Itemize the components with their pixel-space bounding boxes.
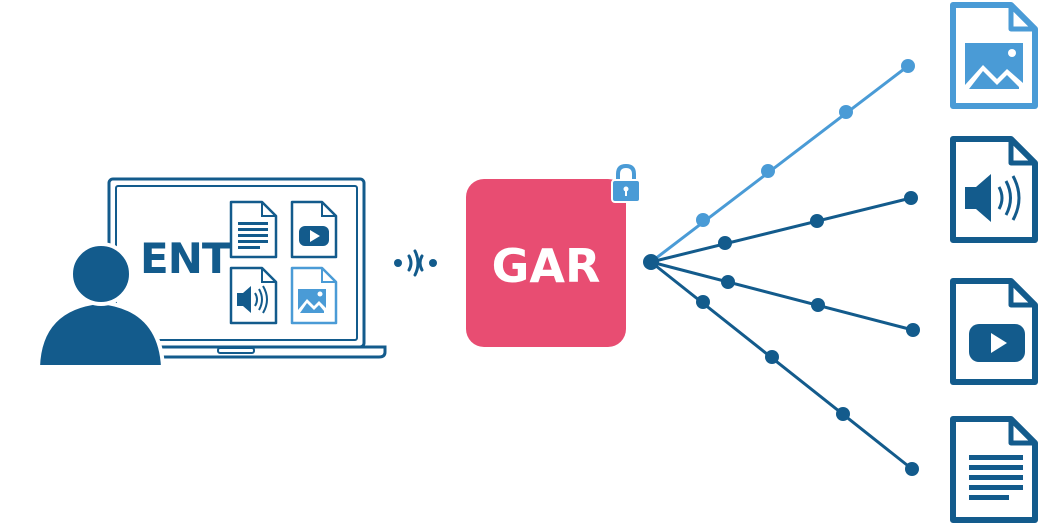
connector-video (650, 260, 920, 337)
output-image-file-icon (950, 2, 1038, 109)
connector-image (650, 59, 915, 264)
connector-audio (650, 191, 918, 264)
output-text-file-icon (950, 416, 1038, 523)
image-file-icon (290, 266, 338, 325)
gar-block (466, 179, 626, 347)
user-icon (35, 242, 166, 369)
ent-label: ENT (140, 234, 231, 283)
output-audio-file-icon (950, 136, 1038, 243)
connector-text (650, 260, 919, 476)
hub-node (643, 254, 659, 270)
wireless-signal-icon (394, 249, 437, 277)
lock-icon (611, 163, 641, 203)
distribution-lines (643, 59, 920, 476)
text-file-icon (229, 200, 278, 259)
video-file-icon (290, 200, 338, 259)
gar-label: GAR (492, 239, 601, 293)
output-video-file-icon (950, 278, 1038, 385)
audio-file-icon (229, 266, 278, 325)
